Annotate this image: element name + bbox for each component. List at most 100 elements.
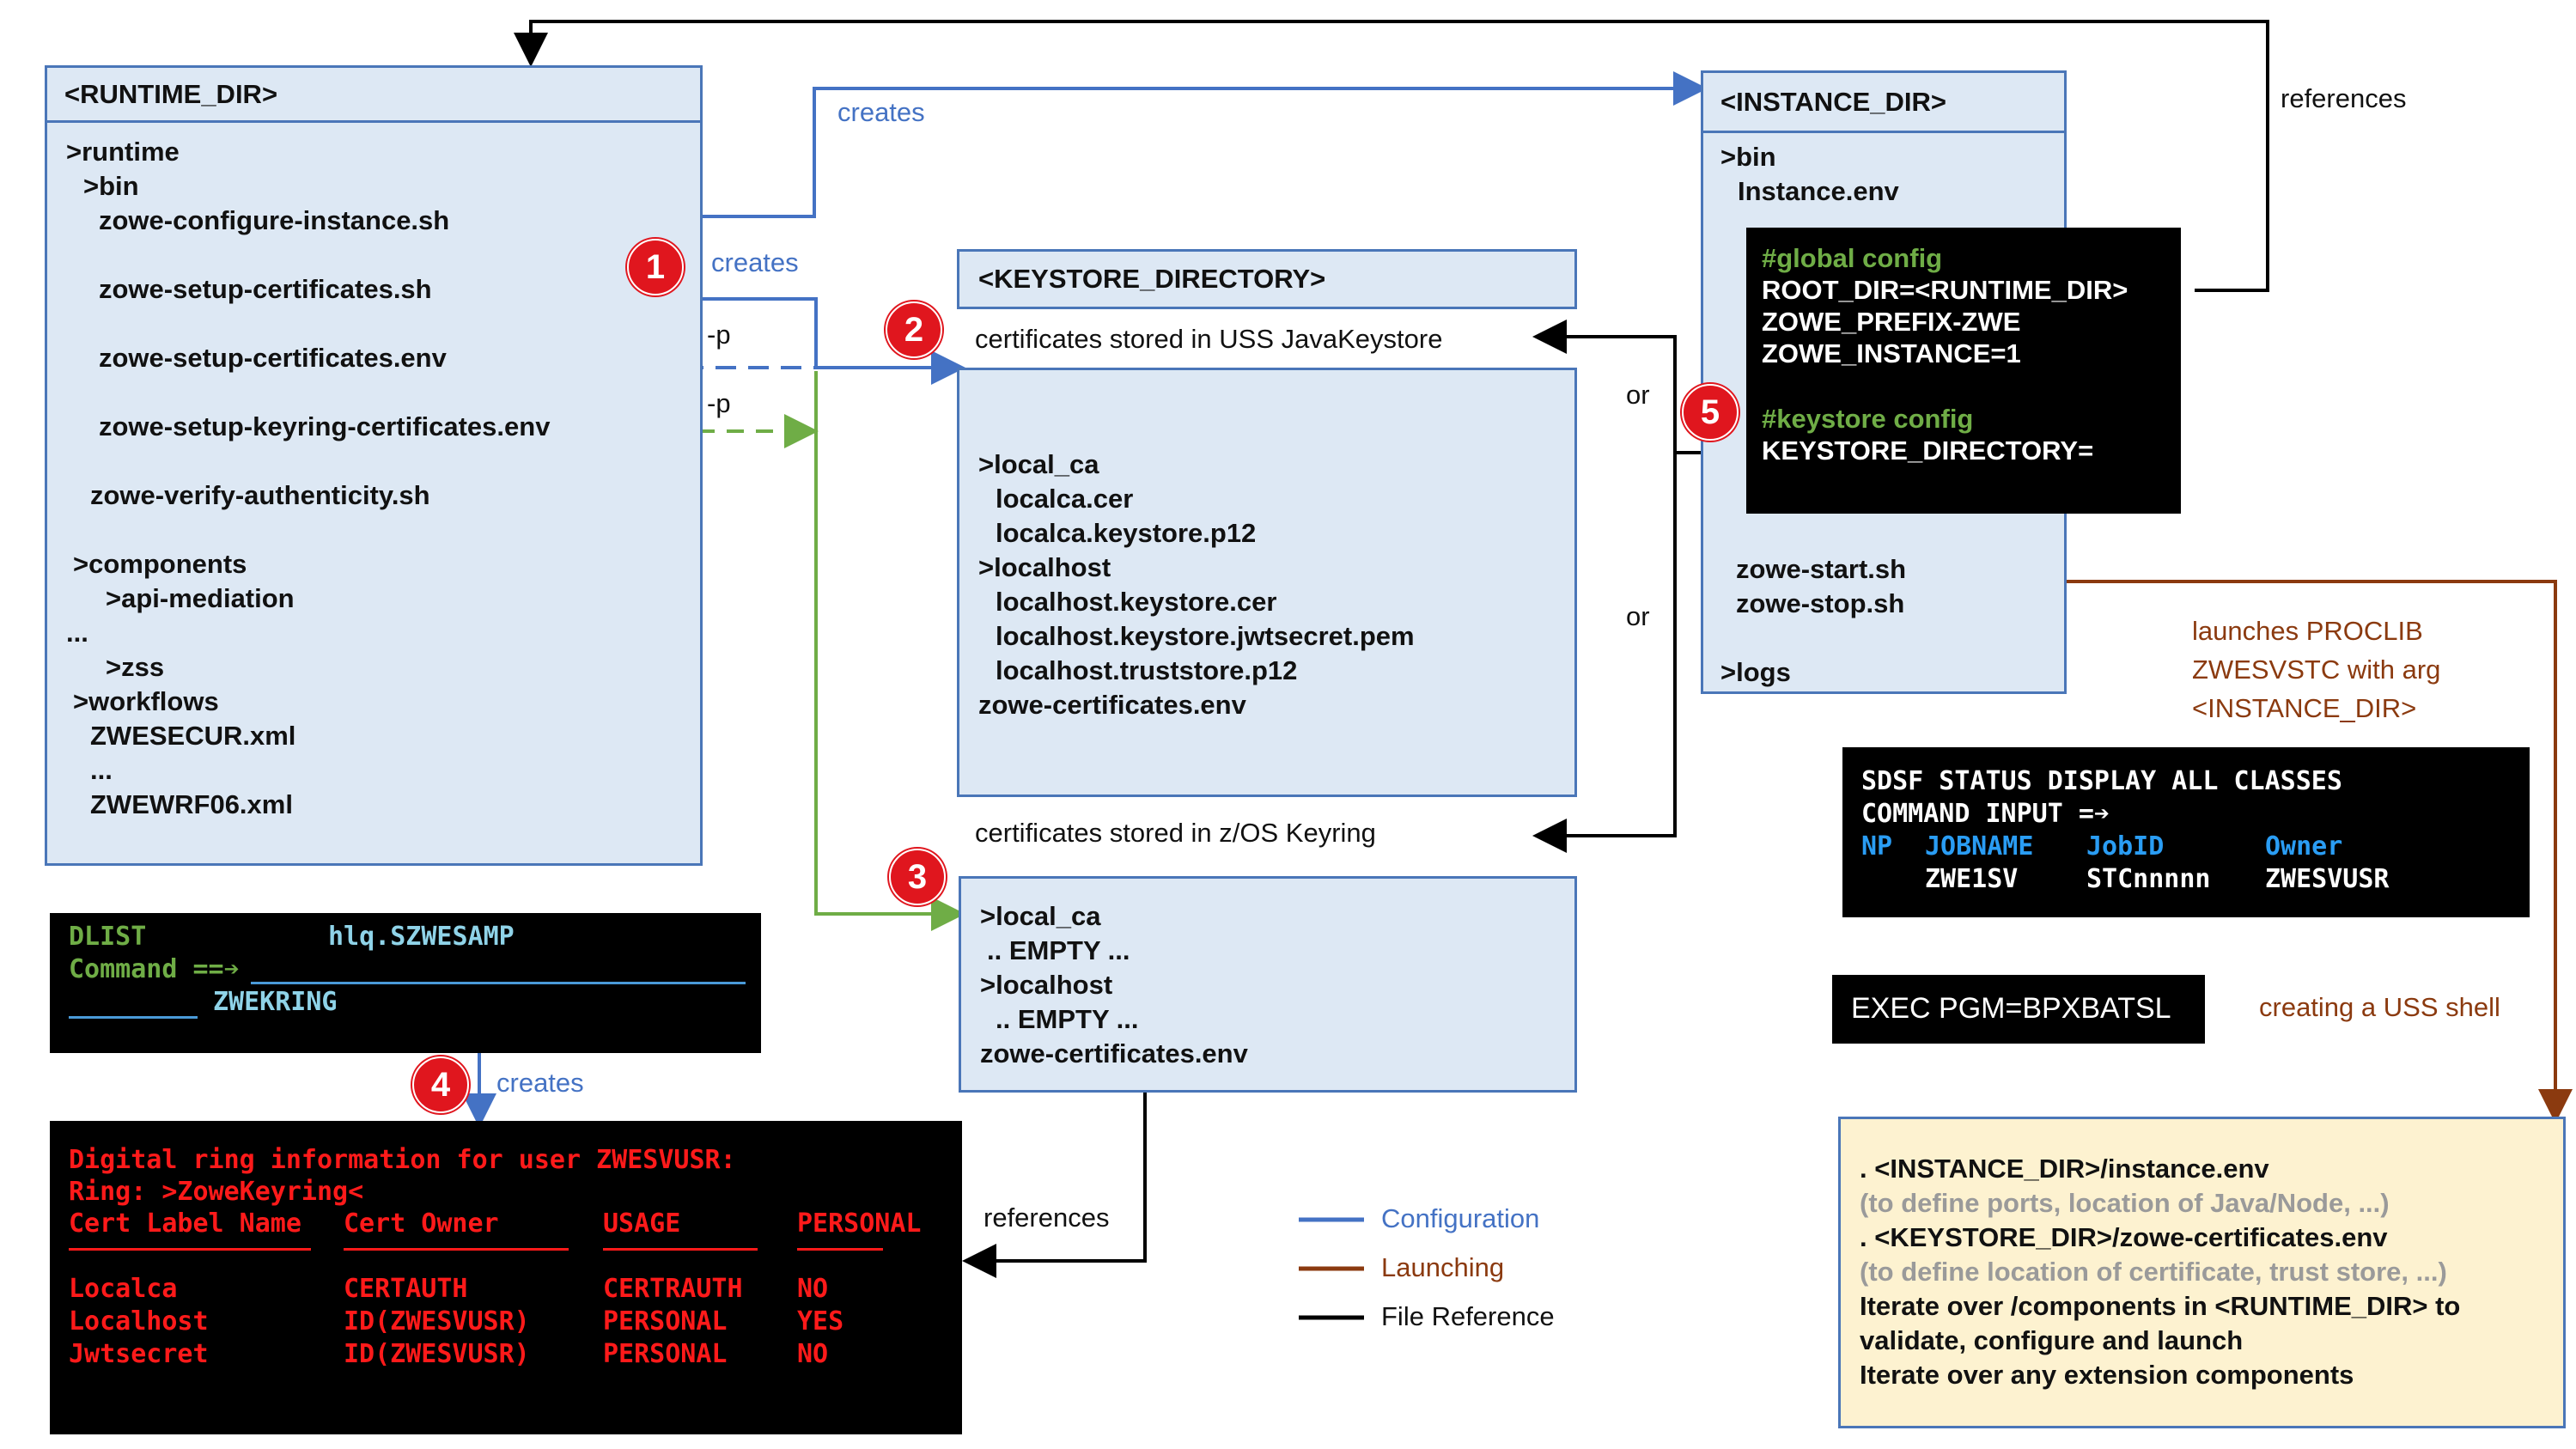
exec-statement: EXEC PGM=BPXBATSL xyxy=(1851,992,2171,1025)
ring-separator xyxy=(603,1248,758,1251)
exec-panel: EXEC PGM=BPXBATSL xyxy=(1832,975,2205,1044)
launching-connector xyxy=(1946,580,2573,1123)
ring-info-line: Ring: >ZoweKeyring< xyxy=(69,1177,364,1207)
keystore-item: localhost.keystore.jwtsecret.pem xyxy=(996,621,1415,651)
keystore-config-comment: #keystore config xyxy=(1762,404,1974,434)
command-input-line[interactable] xyxy=(251,982,746,984)
sdsf-cell: ZWE1SV xyxy=(1925,864,2019,894)
tree-item: ... xyxy=(90,755,113,785)
sdsf-cell: STCnnnnn xyxy=(2086,864,2211,894)
sdsf-panel: SDSF STATUS DISPLAY ALL CLASSES COMMAND … xyxy=(1842,747,2530,917)
runtime-dir-box: <RUNTIME_DIR> >runtime >bin zowe-configu… xyxy=(45,65,703,866)
references-label: references xyxy=(984,1202,1110,1233)
keystore-item: localca.keystore.p12 xyxy=(996,518,1257,548)
tree-item: ... xyxy=(66,618,88,648)
config-line: ZOWE_INSTANCE=1 xyxy=(1762,338,2021,368)
or-label: or xyxy=(1626,380,1650,410)
script-comment: (to define ports, location of Java/Node,… xyxy=(1860,1188,2390,1218)
ring-cell: Localca xyxy=(69,1274,178,1304)
keyring-connector xyxy=(814,371,965,931)
ring-separator xyxy=(344,1248,569,1251)
dlist-dataset: hlq.SZWESAMP xyxy=(328,922,515,952)
references-connector xyxy=(514,20,2269,292)
ring-cell: PERSONAL xyxy=(603,1306,728,1336)
p-flag-label: -p xyxy=(707,320,731,350)
uss-keystore-caption: certificates stored in USS JavaKeystore xyxy=(975,324,1443,354)
step-1-badge: 1 xyxy=(627,239,684,295)
tree-item: >components xyxy=(73,549,247,579)
instance-item: Instance.env xyxy=(1738,176,1899,206)
or-label: or xyxy=(1626,601,1650,631)
sdsf-cell: ZWESVUSR xyxy=(2265,864,2390,894)
tree-item: zowe-setup-certificates.env xyxy=(99,343,447,373)
member-input-line[interactable] xyxy=(69,1016,198,1019)
ring-separator xyxy=(69,1248,311,1251)
uss-keystore-box: >local_ca localca.cer localca.keystore.p… xyxy=(957,368,1577,797)
sdsf-title: SDSF STATUS DISPLAY ALL CLASSES xyxy=(1861,766,2342,796)
sdsf-column-header: JobID xyxy=(2086,831,2165,861)
tree-item: >bin xyxy=(83,171,139,201)
sdsf-command: COMMAND INPUT =➔ xyxy=(1861,799,2110,829)
dlist-command: Command ==➔ xyxy=(69,954,240,984)
tree-item: >api-mediation xyxy=(106,583,295,613)
ring-reference-connector xyxy=(962,1093,1147,1278)
keyring-item: .. EMPTY ... xyxy=(996,1004,1139,1034)
ring-column-header: PERSONAL xyxy=(797,1209,922,1239)
sdsf-column-header: Owner xyxy=(2265,831,2343,861)
ring-cell: ID(ZWESVUSR) xyxy=(344,1306,530,1336)
instance-item: zowe-stop.sh xyxy=(1736,588,1905,618)
ring-cell: PERSONAL xyxy=(603,1339,728,1369)
tree-item: >workflows xyxy=(73,686,219,716)
launches-label: <INSTANCE_DIR> xyxy=(2192,693,2417,723)
step-2-badge: 2 xyxy=(886,301,942,358)
config-line: ROOT_DIR=<RUNTIME_DIR> xyxy=(1762,275,2128,305)
launches-label: launches PROCLIB xyxy=(2192,616,2423,646)
keyring-box: >local_ca .. EMPTY ... >localhost .. EMP… xyxy=(959,876,1577,1093)
ring-cell: CERTAUTH xyxy=(344,1274,468,1304)
ring-cell: NO xyxy=(797,1339,829,1369)
instance-item: zowe-start.sh xyxy=(1736,554,1907,584)
keystore-item: zowe-certificates.env xyxy=(978,690,1246,720)
tree-item: zowe-setup-certificates.sh xyxy=(99,274,432,304)
legend-launching: Launching xyxy=(1381,1252,1505,1282)
ring-column-header: Cert Owner xyxy=(344,1209,499,1239)
uss-shell-label: creating a USS shell xyxy=(2259,992,2500,1022)
ring-cell: Localhost xyxy=(69,1306,209,1336)
keystore-item: localca.cer xyxy=(996,484,1134,514)
keyring-caption: certificates stored in z/OS Keyring xyxy=(975,818,1376,848)
keystore-dir-header-box: <KEYSTORE_DIRECTORY> xyxy=(957,249,1577,309)
legend-file-reference: File Reference xyxy=(1381,1301,1555,1331)
script-comment: (to define location of certificate, trus… xyxy=(1860,1257,2447,1287)
config-line: ZOWE_PREFIX-ZWE xyxy=(1762,307,2021,337)
launch-script-box: . <INSTANCE_DIR>/instance.env (to define… xyxy=(1838,1117,2566,1428)
ring-separator xyxy=(797,1248,883,1251)
keystore-item: localhost.truststore.p12 xyxy=(996,655,1298,685)
instance-config-panel: #global config ROOT_DIR=<RUNTIME_DIR> ZO… xyxy=(1746,228,2181,514)
script-line: . <KEYSTORE_DIR>/zowe-certificates.env xyxy=(1860,1222,2388,1252)
references-label: references xyxy=(2281,83,2407,113)
ring-panel: Digital ring information for user ZWESVU… xyxy=(50,1121,962,1434)
ring-cell: ID(ZWESVUSR) xyxy=(344,1339,530,1369)
keyring-item: >local_ca xyxy=(980,901,1101,931)
keyring-reference-connector xyxy=(1532,453,1677,853)
creates-label: creates xyxy=(711,247,799,277)
step-5-badge: 5 xyxy=(1682,384,1739,441)
creates-label: creates xyxy=(496,1068,584,1098)
ring-column-header: USAGE xyxy=(603,1209,681,1239)
step-3-badge: 3 xyxy=(889,849,946,905)
creates-label: creates xyxy=(837,97,925,127)
tree-item: >runtime xyxy=(66,137,180,167)
config-line: KEYSTORE_DIRECTORY= xyxy=(1762,435,2094,466)
ring-cell: NO xyxy=(797,1274,829,1304)
launches-label: ZWESVSTC with arg xyxy=(2192,654,2441,685)
keystore-item: >local_ca xyxy=(978,449,1099,479)
tree-item: zowe-verify-authenticity.sh xyxy=(90,480,430,510)
script-line: Iterate over any extension components xyxy=(1860,1360,2354,1390)
keyring-item: >localhost xyxy=(980,970,1113,1000)
tree-item: ZWESECUR.xml xyxy=(90,721,296,751)
step-4-badge: 4 xyxy=(412,1056,469,1113)
keystore-dir-header: <KEYSTORE_DIRECTORY> xyxy=(978,264,1326,294)
keyring-item: zowe-certificates.env xyxy=(980,1038,1248,1068)
tree-item: ZWEWRF06.xml xyxy=(90,789,293,819)
global-config-comment: #global config xyxy=(1762,243,1943,273)
